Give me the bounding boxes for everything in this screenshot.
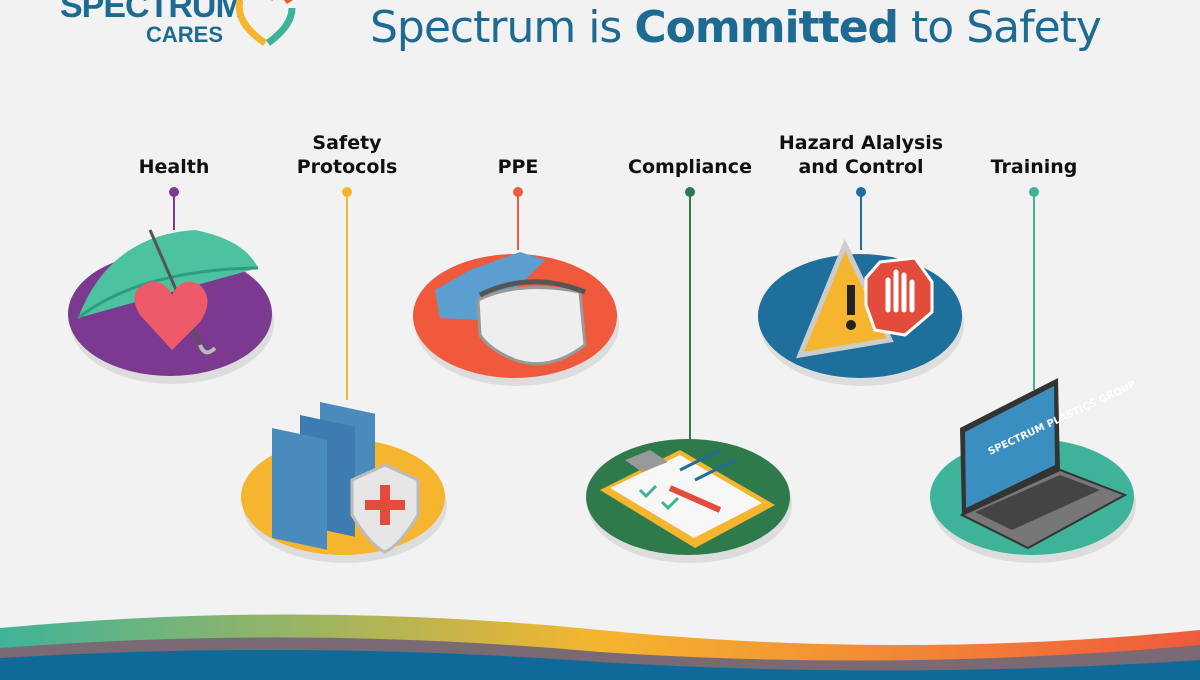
- item-label-compliance: Compliance: [590, 155, 790, 179]
- title-prefix: Spectrum is: [370, 2, 635, 53]
- spectrum-cares-logo: SPECTRUM CARES: [60, 0, 296, 47]
- label-line2: Compliance: [628, 156, 752, 178]
- gloves-goggles-icon: [435, 252, 587, 366]
- heart-people-logo-icon: [235, 0, 296, 46]
- item-label-training: Training: [934, 155, 1134, 179]
- label-line2: and Control: [798, 156, 924, 178]
- label-line2: Protocols: [296, 156, 398, 178]
- label-line2: PPE: [497, 156, 539, 178]
- binders-shield-icon: [272, 401, 420, 554]
- item-label-health: Health: [74, 155, 274, 179]
- label-line2: Health: [138, 156, 210, 178]
- logo-text: SPECTRUM: [60, 0, 244, 25]
- bottom-wave: [0, 614, 1200, 680]
- label-line2: Training: [990, 156, 1078, 178]
- warning-stop-sign-icon: [795, 238, 934, 359]
- connectors: [169, 187, 1039, 445]
- title-suffix: to Safety: [898, 2, 1102, 53]
- clipboard-checklist-icon: [600, 448, 775, 548]
- label-line1: Safety: [312, 132, 382, 154]
- logo-subtext: CARES: [146, 22, 224, 47]
- umbrella-heart-icon: [77, 229, 259, 355]
- label-line1: Hazard Alalysis: [778, 132, 944, 154]
- page-title: Spectrum is Committed to Safety: [370, 2, 1102, 53]
- item-label-ppe: PPE: [418, 155, 618, 179]
- title-bold: Committed: [634, 2, 899, 53]
